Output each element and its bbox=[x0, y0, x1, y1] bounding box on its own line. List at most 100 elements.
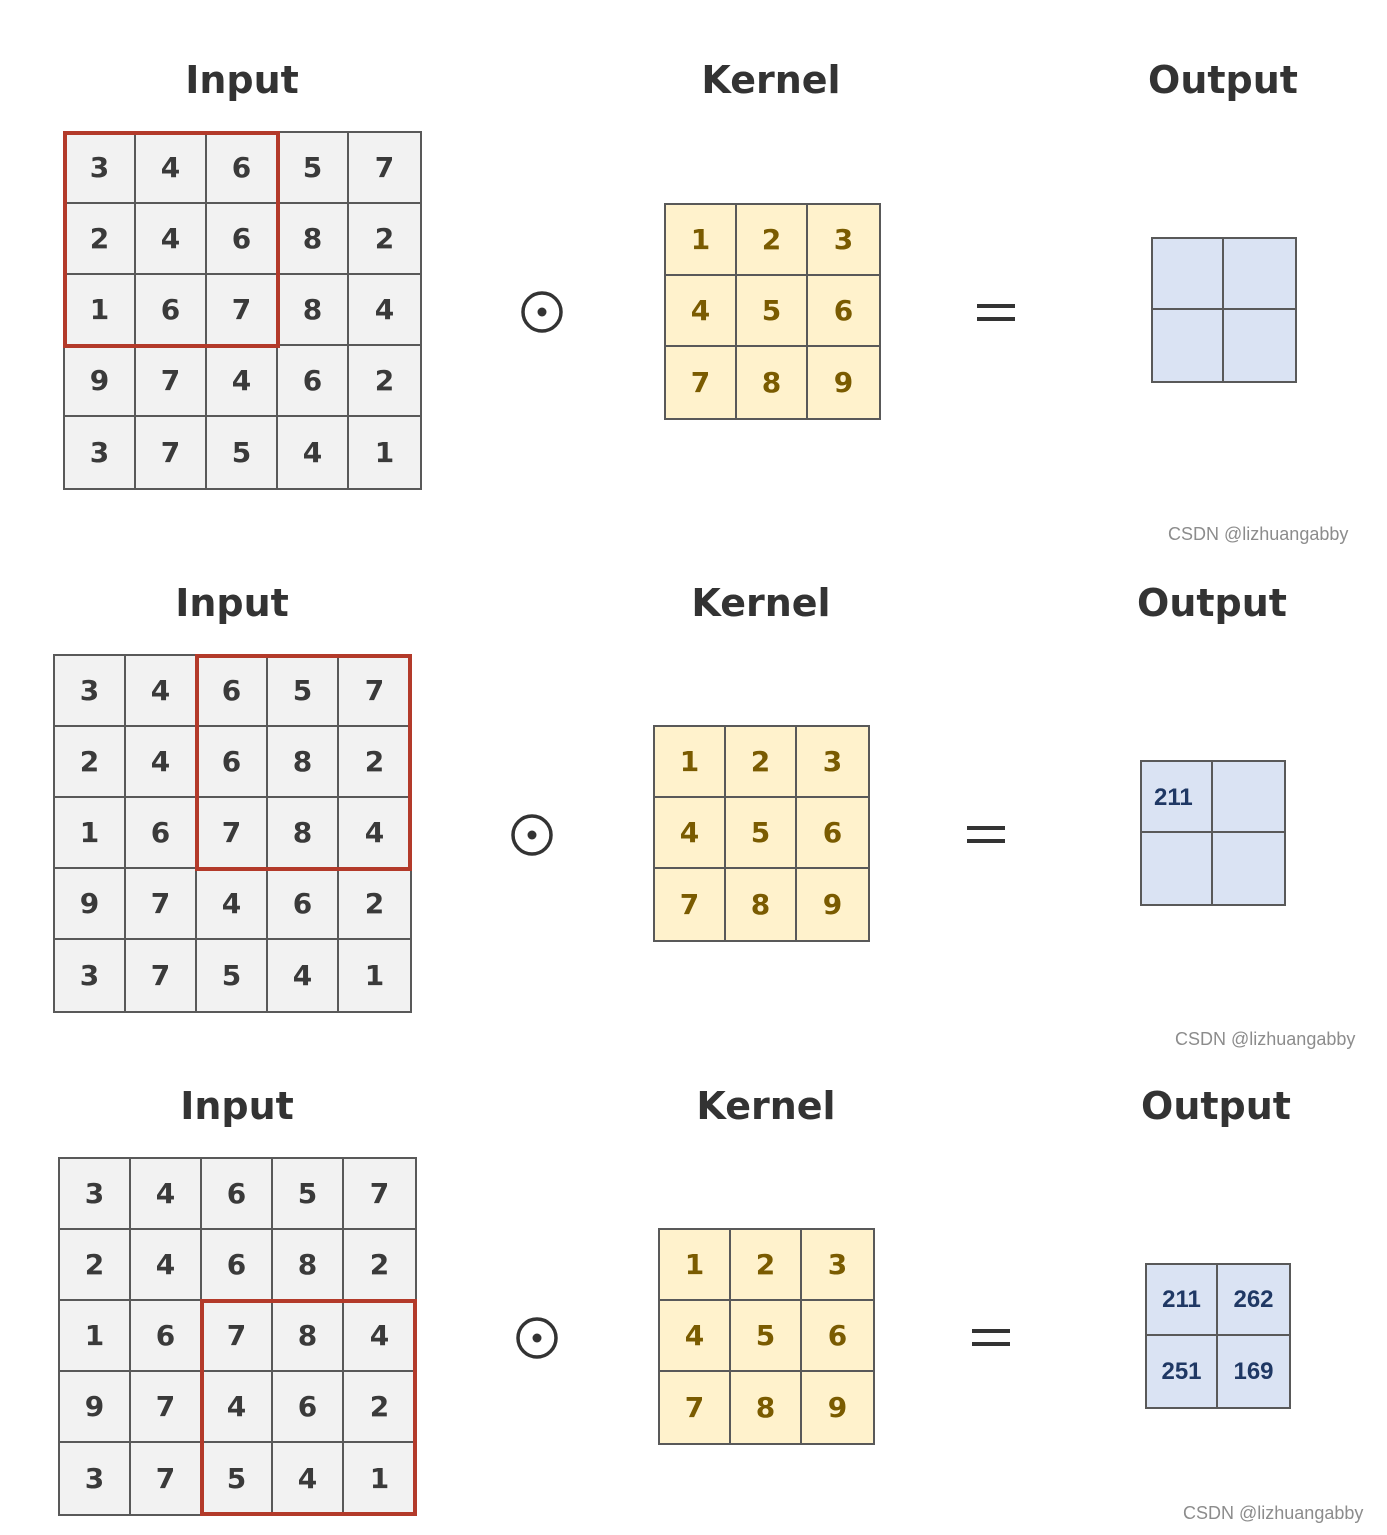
input-cell: 4 bbox=[349, 275, 420, 346]
input-cell: 9 bbox=[55, 869, 126, 940]
input-cell: 3 bbox=[65, 133, 136, 204]
input-cell: 5 bbox=[278, 133, 349, 204]
input-cell: 2 bbox=[344, 1372, 415, 1443]
input-cell: 4 bbox=[273, 1443, 344, 1514]
input-cell: 1 bbox=[349, 417, 420, 488]
input-cell: 4 bbox=[131, 1230, 202, 1301]
kernel-cell: 4 bbox=[660, 1301, 731, 1372]
kernel-cell: 5 bbox=[737, 276, 808, 347]
input-cell: 2 bbox=[55, 727, 126, 798]
output-cell: 262 bbox=[1218, 1265, 1289, 1336]
kernel-cell: 6 bbox=[797, 798, 868, 869]
input-cell: 4 bbox=[339, 798, 410, 869]
input-cell: 2 bbox=[60, 1230, 131, 1301]
input-cell: 7 bbox=[126, 940, 197, 1011]
output-cell bbox=[1224, 310, 1295, 381]
input-cell: 3 bbox=[60, 1443, 131, 1514]
watermark: CSDN @lizhuangabby bbox=[1175, 1029, 1356, 1049]
input-cell: 7 bbox=[344, 1159, 415, 1230]
kernel-cell: 3 bbox=[808, 205, 879, 276]
output-cell: 211 bbox=[1142, 762, 1213, 833]
output-cell bbox=[1153, 239, 1224, 310]
input-cell: 6 bbox=[207, 133, 278, 204]
equals-icon bbox=[977, 304, 1015, 321]
input-cell: 4 bbox=[136, 133, 207, 204]
input-cell: 3 bbox=[55, 656, 126, 727]
output-cell bbox=[1213, 833, 1284, 904]
kernel-cell: 5 bbox=[726, 798, 797, 869]
input-cell: 4 bbox=[197, 869, 268, 940]
output-cell: 251 bbox=[1147, 1336, 1218, 1407]
input-cell: 1 bbox=[339, 940, 410, 1011]
input-cell: 5 bbox=[207, 417, 278, 488]
kernel-cell: 3 bbox=[802, 1230, 873, 1301]
input-cell: 6 bbox=[273, 1372, 344, 1443]
kernel-cell: 2 bbox=[726, 727, 797, 798]
input-cell: 2 bbox=[344, 1230, 415, 1301]
kernel-cell: 8 bbox=[731, 1372, 802, 1443]
kernel-cell: 9 bbox=[797, 869, 868, 940]
input-cell: 7 bbox=[136, 417, 207, 488]
kernel-cell: 6 bbox=[802, 1301, 873, 1372]
input-cell: 4 bbox=[278, 417, 349, 488]
input-cell: 6 bbox=[202, 1230, 273, 1301]
input-cell: 8 bbox=[268, 727, 339, 798]
kernel-cell: 1 bbox=[660, 1230, 731, 1301]
input-cell: 4 bbox=[136, 204, 207, 275]
kernel-cell: 7 bbox=[655, 869, 726, 940]
input-cell: 7 bbox=[131, 1372, 202, 1443]
hadamard-operator-icon bbox=[511, 814, 553, 856]
output-label: Output bbox=[1137, 581, 1287, 625]
input-cell: 8 bbox=[273, 1301, 344, 1372]
input-cell: 2 bbox=[349, 204, 420, 275]
input-cell: 5 bbox=[273, 1159, 344, 1230]
kernel-cell: 9 bbox=[808, 347, 879, 418]
equals-icon bbox=[972, 1329, 1010, 1346]
kernel-cell: 9 bbox=[802, 1372, 873, 1443]
output-cell bbox=[1142, 833, 1213, 904]
output-cell bbox=[1153, 310, 1224, 381]
input-cell: 7 bbox=[202, 1301, 273, 1372]
input-cell: 5 bbox=[202, 1443, 273, 1514]
kernel-cell: 2 bbox=[731, 1230, 802, 1301]
input-cell: 1 bbox=[60, 1301, 131, 1372]
input-cell: 3 bbox=[65, 417, 136, 488]
kernel-label: Kernel bbox=[691, 581, 831, 625]
watermark: CSDN @lizhuangabby bbox=[1183, 1503, 1364, 1523]
input-cell: 5 bbox=[268, 656, 339, 727]
kernel-cell: 8 bbox=[737, 347, 808, 418]
input-cell: 1 bbox=[65, 275, 136, 346]
output-cell: 169 bbox=[1218, 1336, 1289, 1407]
input-cell: 2 bbox=[339, 869, 410, 940]
input-cell: 8 bbox=[278, 204, 349, 275]
output-matrix: 211 bbox=[1140, 760, 1286, 906]
input-cell: 8 bbox=[273, 1230, 344, 1301]
input-cell: 3 bbox=[60, 1159, 131, 1230]
input-cell: 5 bbox=[197, 940, 268, 1011]
kernel-cell: 3 bbox=[797, 727, 868, 798]
input-cell: 7 bbox=[349, 133, 420, 204]
input-label: Input bbox=[175, 581, 289, 625]
input-cell: 8 bbox=[268, 798, 339, 869]
input-label: Input bbox=[185, 58, 299, 102]
input-cell: 6 bbox=[131, 1301, 202, 1372]
kernel-cell: 4 bbox=[666, 276, 737, 347]
hadamard-operator-icon bbox=[521, 291, 563, 333]
input-cell: 2 bbox=[65, 204, 136, 275]
input-cell: 4 bbox=[126, 727, 197, 798]
input-cell: 6 bbox=[197, 727, 268, 798]
equals-icon bbox=[967, 826, 1005, 843]
input-cell: 6 bbox=[278, 346, 349, 417]
input-cell: 4 bbox=[202, 1372, 273, 1443]
input-cell: 8 bbox=[278, 275, 349, 346]
input-cell: 7 bbox=[136, 346, 207, 417]
kernel-cell: 7 bbox=[660, 1372, 731, 1443]
input-cell: 7 bbox=[131, 1443, 202, 1514]
